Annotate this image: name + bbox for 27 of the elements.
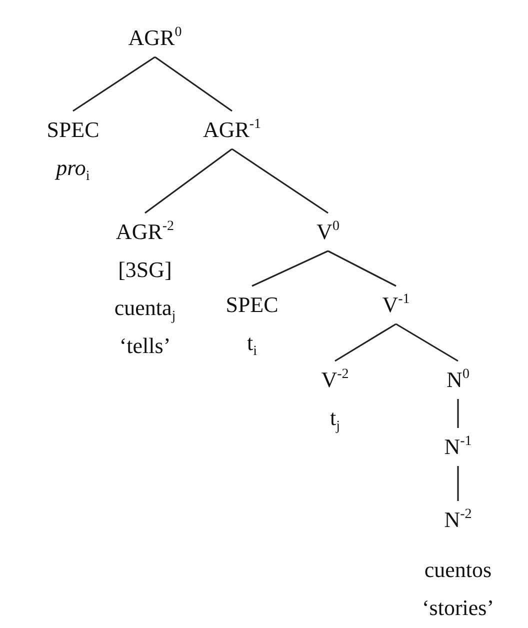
tree-branch [232, 148, 328, 214]
node-label: V$^{0}$ [316, 219, 340, 244]
node-annotation: [3SG] [118, 257, 172, 282]
node-label: AGR$^{0}$ [128, 25, 182, 50]
tree-branch [334, 323, 396, 362]
node-label: AGR$^{-1}$ [202, 117, 262, 142]
node-annotation: pro$_{i}$ [56, 155, 90, 180]
node-annotation: cuentos [424, 557, 492, 582]
tree-branch [144, 148, 232, 214]
tree-branch [457, 466, 459, 501]
node-annotation: t$_{i}$ [246, 330, 257, 355]
node-label: N$^{0}$ [446, 367, 470, 392]
node-label: V$^{-1}$ [382, 292, 410, 317]
tree-branch [252, 250, 328, 287]
node-label: AGR$^{-2}$ [116, 219, 174, 244]
tree-branch [154, 56, 232, 112]
node-label: N$^{-1}$ [444, 434, 472, 459]
node-label: N$^{-2}$ [444, 507, 472, 532]
node-label: V$^{-2}$ [321, 367, 349, 392]
tree-branch [328, 250, 396, 287]
node-annotation: ‘tells’ [119, 333, 171, 358]
tree-branch [457, 399, 459, 428]
tree-branch [396, 323, 458, 362]
tree-branch [72, 56, 156, 112]
node-annotation: ‘stories’ [422, 595, 494, 620]
node-label: SPEC [226, 292, 278, 317]
node-label: SPEC [46, 117, 100, 142]
